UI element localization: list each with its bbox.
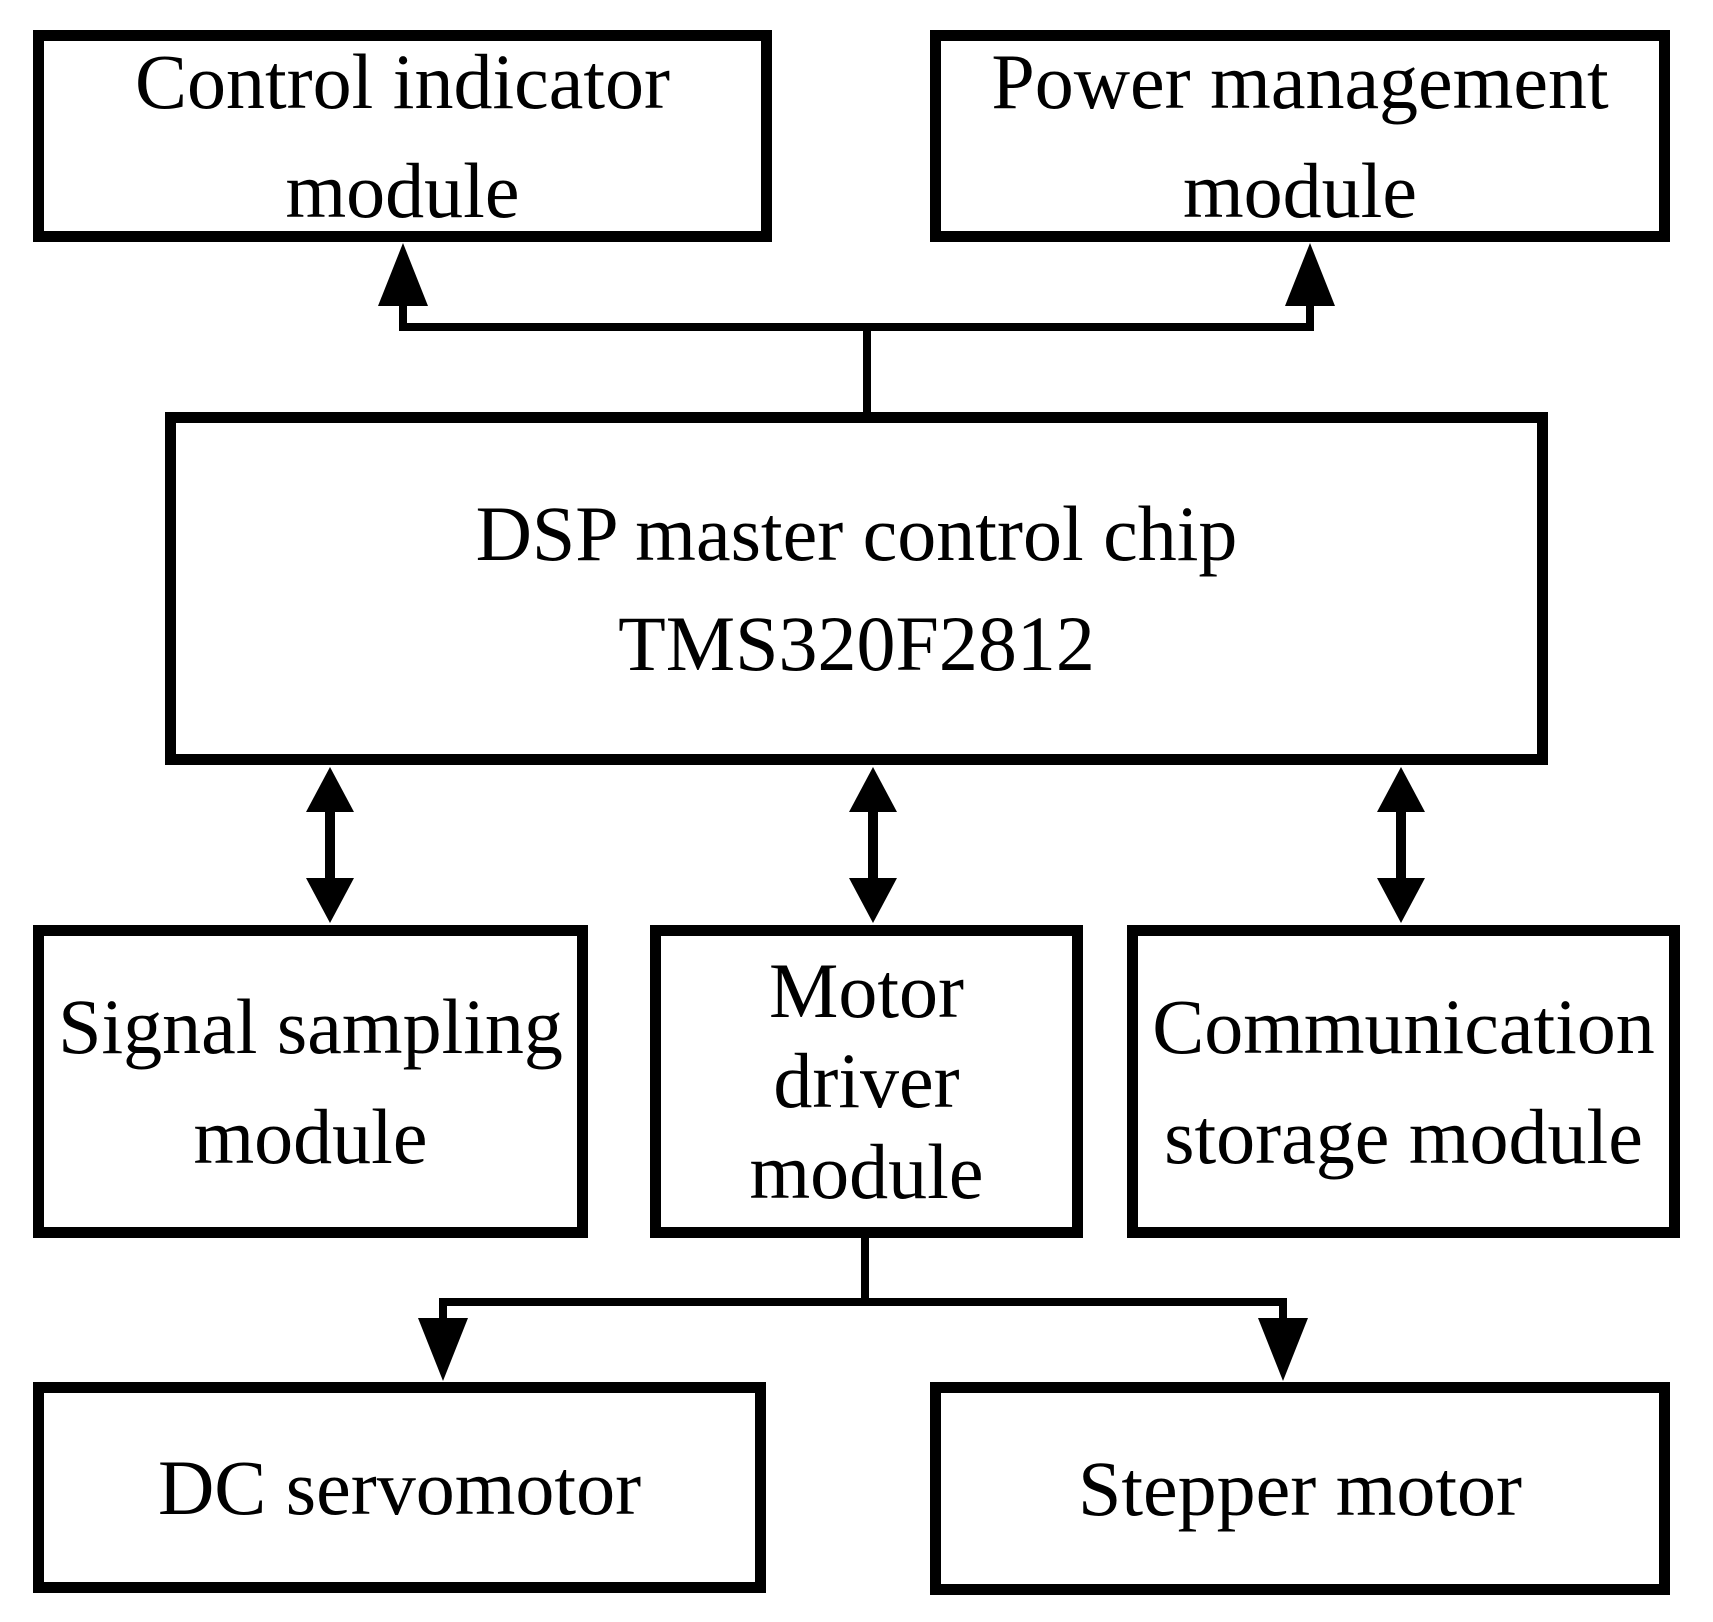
box-label-line: storage module	[1164, 1092, 1643, 1180]
connector-line	[399, 300, 1314, 331]
arrow-up-icon	[378, 243, 428, 306]
power-management-module-box: Power management module	[930, 30, 1670, 242]
box-label-line: driver	[773, 1037, 960, 1125]
arrow-up-icon	[306, 767, 354, 812]
box-label-line: Signal sampling	[58, 983, 563, 1071]
box-label-line: module	[1183, 147, 1417, 234]
arrow-up-icon	[1377, 767, 1425, 812]
dsp-signal-bidirectional-arrow	[306, 767, 354, 923]
arrow-up-icon	[849, 767, 897, 812]
control-indicator-module-box: Control indicator module	[33, 30, 772, 242]
dsp-to-top-modules-connector	[378, 243, 1335, 412]
box-label-line: Power management	[991, 37, 1609, 125]
dsp-motor-bidirectional-arrow	[849, 767, 897, 923]
signal-sampling-module-box: Signal sampling module	[33, 925, 588, 1238]
arrow-down-icon	[1377, 878, 1425, 923]
box-label-line: DSP master control chip	[475, 490, 1238, 578]
dsp-master-control-chip-box: DSP master control chip TMS320F2812	[165, 412, 1548, 765]
dc-servomotor-box: DC servomotor	[33, 1382, 766, 1593]
box-label-line: module	[285, 147, 520, 234]
box-label-line: module	[749, 1127, 984, 1215]
box-label-line: Communication	[1152, 983, 1655, 1071]
stepper-motor-box: Stepper motor	[930, 1382, 1670, 1595]
dsp-communication-bidirectional-arrow	[1377, 767, 1425, 923]
arrow-down-icon	[1258, 1318, 1308, 1381]
motor-driver-to-motors-connector	[418, 1238, 1308, 1381]
communication-storage-module-box: Communication storage module	[1127, 925, 1680, 1238]
arrow-up-icon	[1285, 243, 1335, 306]
box-label-line: DC servomotor	[157, 1443, 642, 1531]
motor-driver-module-box: Motor driver module	[650, 925, 1083, 1238]
box-label-line: Control indicator	[134, 37, 671, 125]
box-label-line: TMS320F2812	[618, 599, 1095, 687]
box-label-line: module	[193, 1092, 428, 1180]
connector-line	[439, 1298, 1287, 1330]
arrow-down-icon	[849, 878, 897, 923]
arrow-down-icon	[306, 878, 354, 923]
arrow-down-icon	[418, 1318, 468, 1381]
box-label-line: Stepper motor	[1077, 1444, 1523, 1532]
box-label-line: Motor	[769, 946, 964, 1034]
